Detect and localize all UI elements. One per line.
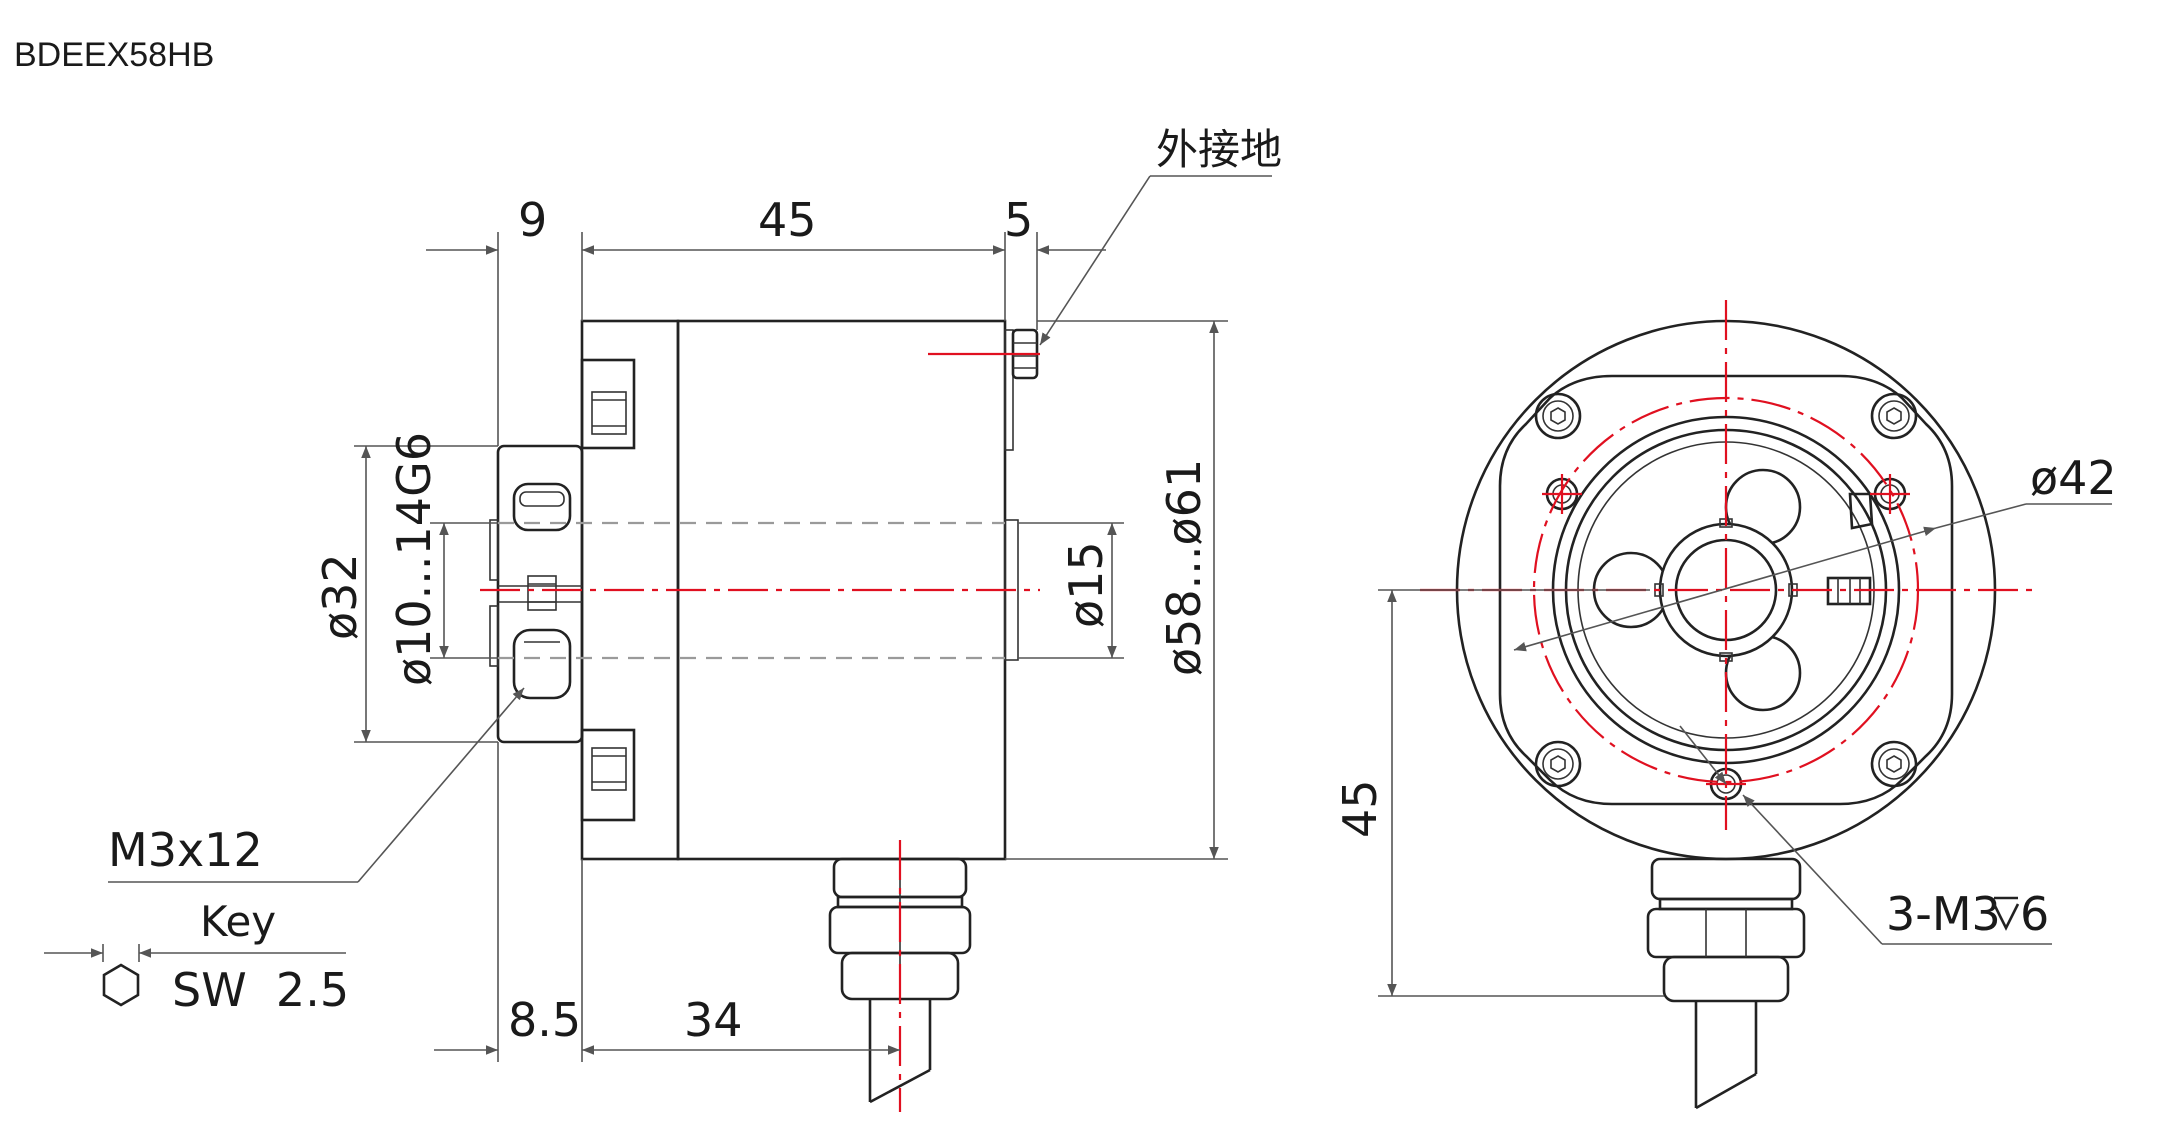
dim-45-front: 45 <box>1333 779 1387 838</box>
socket-screw-tr <box>1870 392 1918 440</box>
ground-screw <box>1004 328 1039 451</box>
screw-label: M3x12 <box>108 823 263 877</box>
key-label: Key <box>200 897 276 946</box>
socket-screw-tl <box>1534 392 1582 440</box>
screw-leader <box>108 687 525 883</box>
dim-bottom <box>434 742 900 1062</box>
hex-key-icon <box>102 963 140 1007</box>
dim-d15: ø15 <box>1059 541 1113 628</box>
cable-gland-front <box>1646 857 1806 1110</box>
clamp-ring <box>489 444 584 744</box>
dim-8-5: 8.5 <box>508 993 581 1047</box>
dim-5: 5 <box>1004 193 1033 247</box>
dim-height <box>1378 589 1664 997</box>
socket-screw-br <box>1870 740 1918 788</box>
dim-left <box>354 445 498 743</box>
dim-right <box>1005 320 1228 860</box>
depth-symbol-icon <box>1992 896 2020 931</box>
dim-d32: ø32 <box>313 553 367 640</box>
key-size: SW 2.5 <box>172 963 349 1017</box>
front-view: ø42 45 3-M3 6 <box>1333 300 2117 1110</box>
flange-screw-top <box>580 358 636 450</box>
holes-label: 3-M3 <box>1886 887 2001 941</box>
dim-top <box>426 232 1106 446</box>
dim-34: 34 <box>684 993 743 1047</box>
dim-d42: ø42 <box>2030 451 2117 505</box>
front-flange <box>1498 374 1954 806</box>
dim-9: 9 <box>518 193 547 247</box>
flange-screw-bottom <box>580 728 636 822</box>
socket-screw-bl <box>1534 740 1582 788</box>
dim-45: 45 <box>758 193 817 247</box>
dim-d58-61: ø58...ø61 <box>1157 459 1211 676</box>
holes-leader <box>1679 725 2052 945</box>
dim-d10-14: ø10...14G6 <box>387 432 441 686</box>
ground-leader <box>1039 175 1272 346</box>
model-title: BDEEX58HB <box>14 36 214 74</box>
key-dimension <box>44 944 346 962</box>
ground-tab <box>1848 492 1874 530</box>
dim-pcd <box>1513 503 2112 652</box>
ground-label: 外接地 <box>1156 125 1282 174</box>
side-view: 9 45 5 外接地 ø32 ø10...14G6 ø15 <box>44 125 1282 1112</box>
holes-depth: 6 <box>2020 887 2049 941</box>
